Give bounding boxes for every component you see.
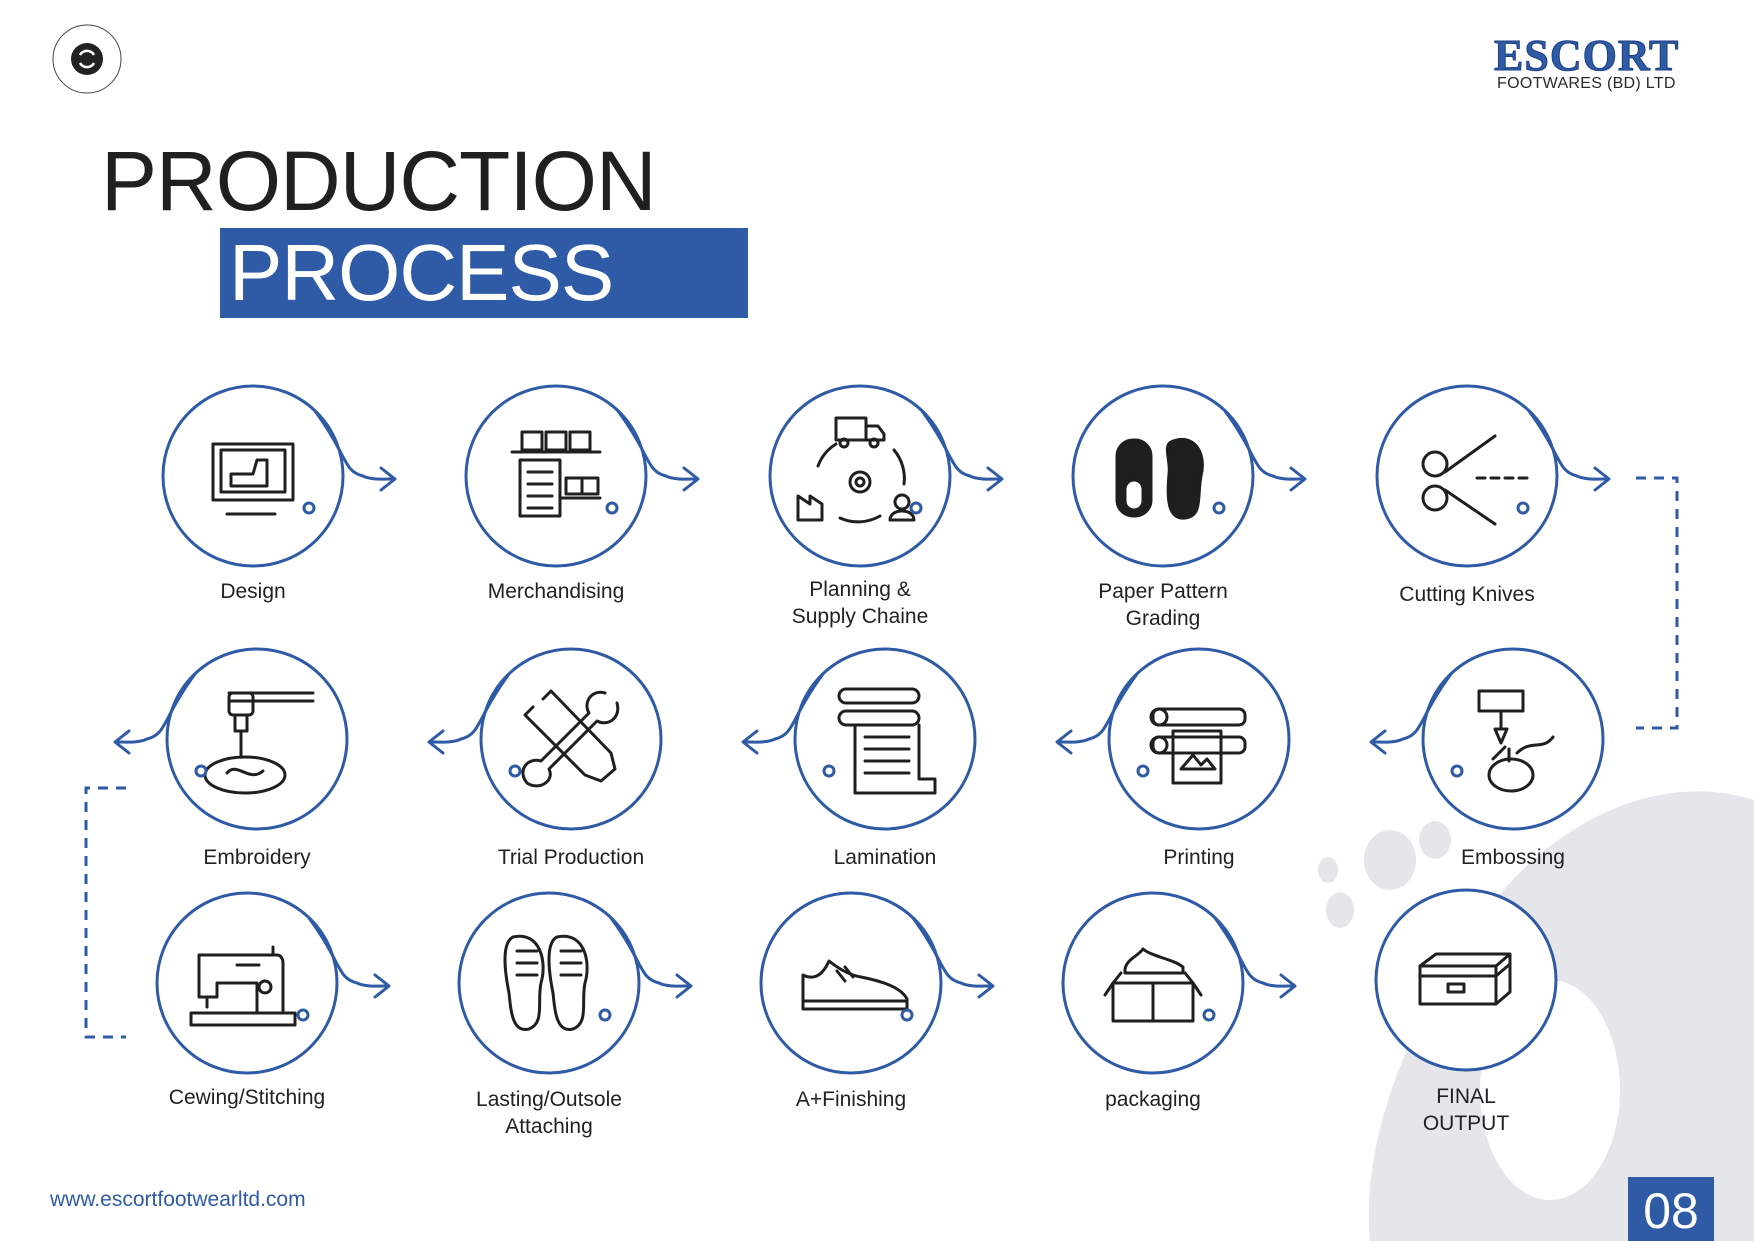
page-title-line1: PRODUCTION — [101, 134, 657, 228]
company-subtitle: FOOTWARES (BD) LTD — [1497, 75, 1676, 92]
step-label: Design — [220, 580, 286, 603]
shoe-sole-pattern-icon — [1115, 437, 1204, 520]
compliance-seal-icon — [52, 24, 122, 94]
step-label: Merchandising — [487, 580, 625, 603]
step-label: Lamination — [833, 846, 937, 869]
step-circle — [1421, 647, 1605, 831]
paper-scroll-icon — [837, 687, 937, 795]
flow-connector — [1202, 917, 1297, 1022]
sewing-machine-icon — [189, 945, 297, 1027]
step-circle — [1107, 647, 1291, 831]
step-circle — [1071, 384, 1255, 568]
blueprint-icon — [211, 442, 295, 516]
step-label: Paper Pattern Grading — [1098, 580, 1228, 630]
company-logo: ESCORT — [1493, 31, 1680, 81]
supply-cycle-icon — [796, 416, 916, 524]
step-label: FINAL OUTPUT — [1422, 1085, 1510, 1135]
box-with-shoe-icon — [1103, 947, 1203, 1023]
sneaker-icon — [801, 959, 909, 1011]
flow-connector — [302, 410, 397, 515]
step-circle — [759, 891, 943, 1075]
row-link-left — [84, 786, 126, 1039]
step-circle — [457, 891, 641, 1075]
flow-connector — [605, 410, 700, 515]
embossing-machine-icon — [1477, 689, 1555, 793]
flow-connector — [900, 917, 995, 1022]
flow-connector — [296, 917, 391, 1022]
page-number-box — [1628, 1177, 1714, 1241]
step-circle — [161, 384, 345, 568]
step-label: Embroidery — [203, 846, 311, 869]
step-label: Cewing/Stitching — [168, 1086, 326, 1109]
page-number: 08 — [1643, 1183, 1699, 1239]
clipboard-boxes-icon — [510, 430, 602, 518]
step-label: Lasting/Outsole Attaching — [476, 1088, 622, 1138]
step-label: Embossing — [1461, 846, 1565, 869]
step-label: Trial Production — [497, 846, 645, 869]
flow-connector — [1212, 410, 1307, 515]
step-circle — [1375, 384, 1559, 568]
step-label: Planning & Supply Chaine — [791, 578, 929, 628]
step-label: A+Finishing — [795, 1088, 907, 1111]
flow-connector — [427, 673, 522, 778]
step-circle — [464, 384, 648, 568]
step-circle — [1374, 888, 1558, 1072]
scissors-icon — [1421, 434, 1531, 526]
page-title-line2: PROCESS — [229, 228, 614, 317]
flow-connector — [598, 917, 693, 1022]
step-label: Printing — [1163, 846, 1235, 869]
shoe-box-icon — [1418, 952, 1512, 1006]
step-label: Cutting Knives — [1399, 583, 1535, 606]
step-label: packaging — [1105, 1088, 1201, 1111]
flow-connector — [1516, 410, 1611, 515]
title-highlight-bar — [220, 228, 748, 318]
flow-connector — [1369, 673, 1464, 778]
website-link[interactable]: www.escortfootwearltd.com — [50, 1188, 306, 1211]
flow-connector — [113, 673, 208, 778]
wrench-screwdriver-icon — [521, 689, 620, 788]
flow-connector — [909, 410, 1004, 515]
flow-connector — [1055, 673, 1150, 778]
row-link-right — [1636, 476, 1679, 730]
flow-connector — [741, 673, 836, 778]
printer-roll-icon — [1149, 707, 1247, 785]
outsole-pair-icon — [503, 934, 589, 1031]
